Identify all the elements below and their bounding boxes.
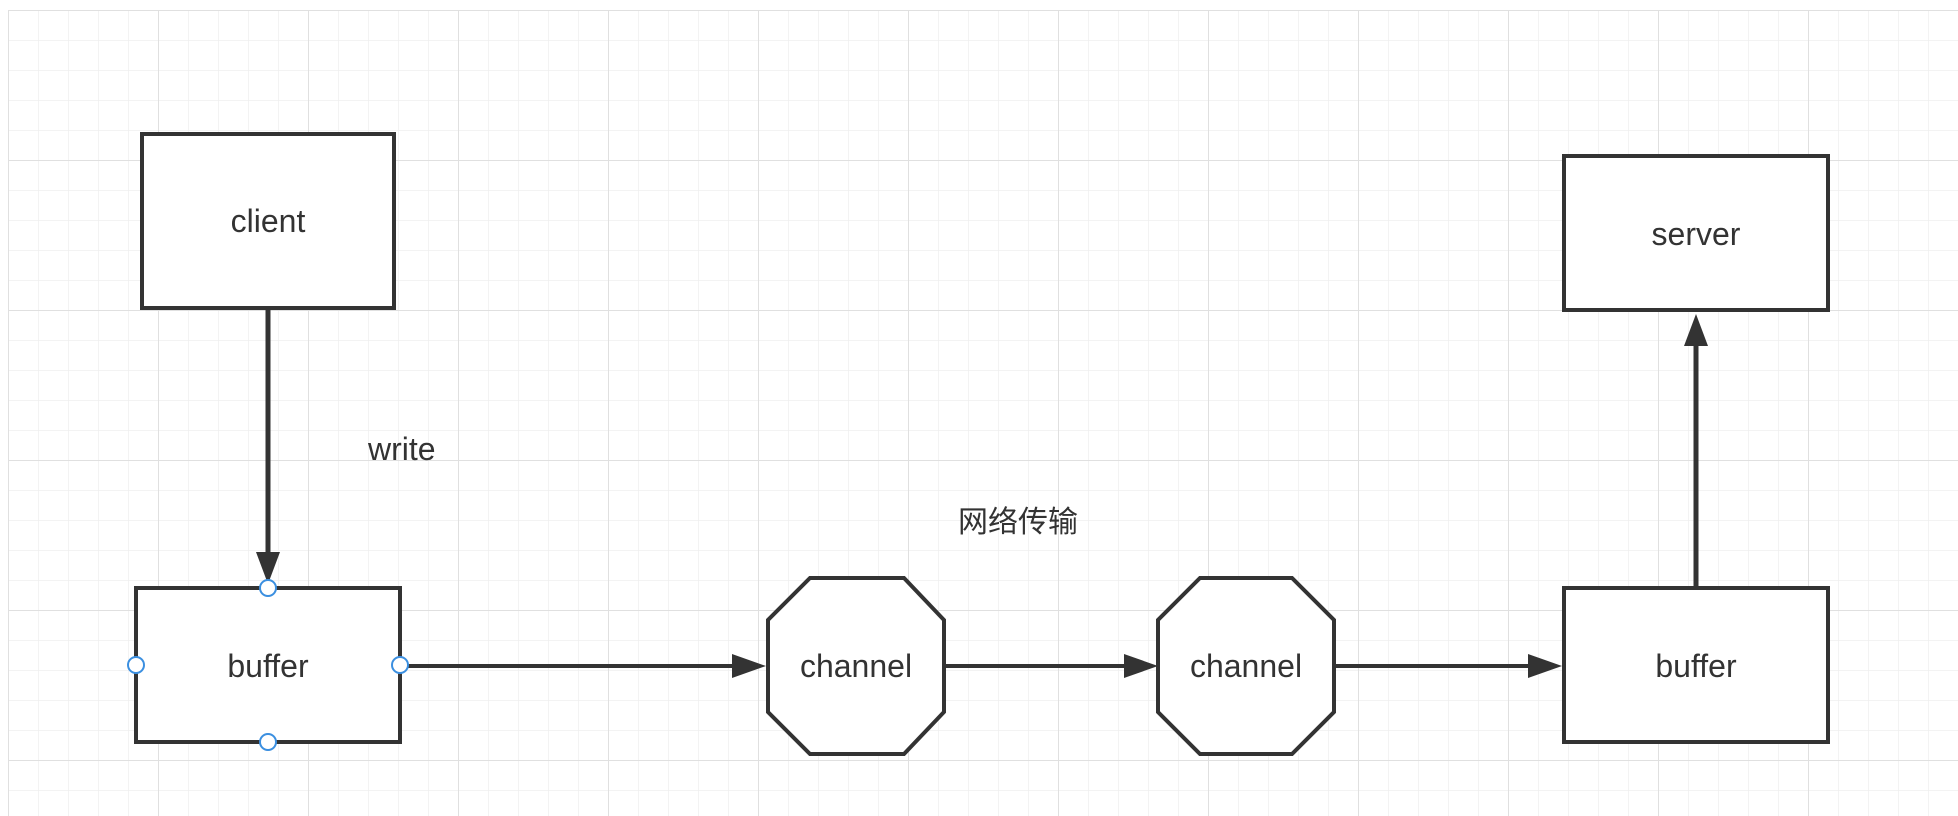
- node-client[interactable]: client: [140, 132, 396, 310]
- edge-client-to-buffer[interactable]: [256, 310, 280, 584]
- selection-handle-bottom[interactable]: [259, 733, 277, 751]
- node-buffer-left[interactable]: buffer: [127, 579, 409, 751]
- node-buffer-right[interactable]: buffer: [1562, 586, 1830, 744]
- node-server[interactable]: server: [1562, 154, 1830, 312]
- node-buffer-right-label: buffer: [1655, 648, 1737, 684]
- edge-channel-2-to-buffer[interactable]: [1334, 654, 1562, 678]
- edge-buffer-to-channel-1[interactable]: [400, 654, 766, 678]
- node-channel-1[interactable]: channel: [766, 576, 946, 756]
- node-client-label: client: [231, 203, 306, 239]
- selection-handle-right[interactable]: [391, 656, 409, 674]
- selection-handle-top[interactable]: [259, 579, 277, 597]
- selection-handle-left[interactable]: [127, 656, 145, 674]
- node-buffer-left-label: buffer: [227, 648, 309, 684]
- node-channel-2[interactable]: channel: [1156, 576, 1336, 756]
- node-channel-2-label: channel: [1190, 648, 1302, 684]
- node-server-label: server: [1652, 216, 1741, 252]
- edge-label-write: write: [367, 431, 436, 467]
- node-channel-1-label: channel: [800, 648, 912, 684]
- edge-channel-1-to-channel-2[interactable]: [944, 654, 1158, 678]
- edge-label-network: 网络传输: [958, 505, 1078, 540]
- edge-buffer-to-server[interactable]: [1684, 314, 1708, 586]
